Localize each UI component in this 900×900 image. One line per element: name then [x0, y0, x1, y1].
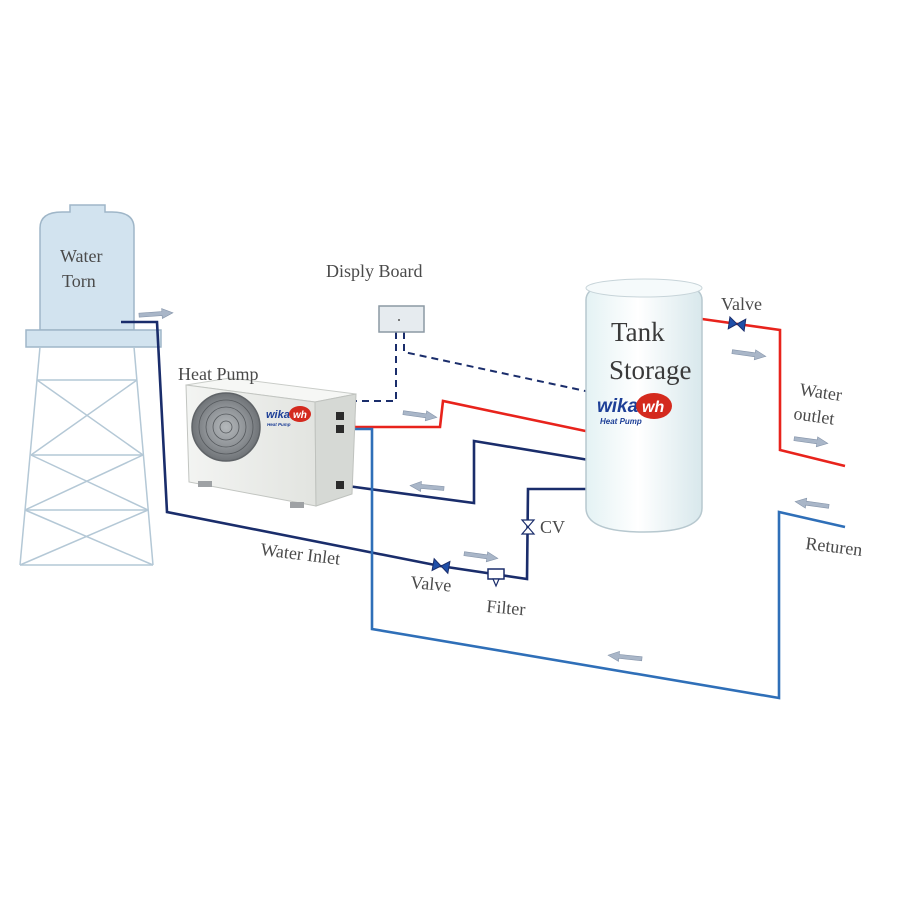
- return-pipe: [340, 427, 846, 700]
- gate-valve-icon: [431, 557, 451, 575]
- heat-pump-logo: wika wh Heat Pump: [266, 406, 311, 427]
- filter-label: Filter: [486, 596, 527, 619]
- heat-pump-connectors: [336, 412, 344, 489]
- tank-brand-name: wika: [597, 396, 639, 417]
- flow-arrow-icon: [138, 308, 174, 320]
- water-tower-legs: [19, 346, 154, 566]
- returen-label: Returen: [805, 533, 864, 560]
- flow-arrow-icon: [402, 410, 438, 422]
- heat-pump-brand-name: wika: [266, 409, 290, 421]
- control-line-tank: [403, 332, 591, 393]
- cv-label: CV: [540, 517, 565, 537]
- fan-grille-rings: [198, 399, 254, 455]
- heat-pump-feet: [198, 481, 304, 508]
- heat-pump-side: [314, 393, 357, 507]
- check-valve-icon: [520, 519, 536, 535]
- water-torn-label-line1: Water: [60, 246, 103, 266]
- storage-tank-top: [585, 278, 703, 298]
- heat-pump-brand-badge-text: wh: [293, 410, 307, 421]
- tank-label-line2: Storage: [609, 355, 691, 385]
- control-line-heatpump: [340, 332, 397, 402]
- water-tower: Water Torn: [19, 204, 162, 566]
- tank-to-heatpump-cold-pipe: [339, 439, 596, 505]
- water-outlet-label-line2: outlet: [792, 403, 835, 429]
- valve-top-label: Valve: [721, 294, 762, 314]
- water-torn-label-line2: Torn: [62, 271, 96, 291]
- heat-pump-brand-tagline: Heat Pump: [267, 422, 291, 427]
- heat-pump-unit: wika wh Heat Pump Heat Pump: [178, 364, 357, 508]
- tank-logo: wika wh Heat Pump: [597, 393, 672, 426]
- gate-valve-icon: [727, 315, 747, 333]
- tank-brand-badge-text: wh: [642, 399, 664, 416]
- flow-arrow-icon: [463, 551, 499, 563]
- storage-tank: Tank Storage wika wh Heat Pump: [585, 278, 703, 533]
- heat-pump-brand-badge: [289, 406, 311, 422]
- display-board-panel: [378, 305, 425, 333]
- flow-arrow-icon: [409, 481, 445, 492]
- display-board-indicator: [398, 319, 400, 321]
- tank-brand-tagline: Heat Pump: [600, 417, 642, 426]
- fan-grille-icon: [191, 392, 261, 462]
- display-board: Disply Board: [326, 261, 425, 333]
- water-outlet-label-line1: Water: [798, 379, 843, 405]
- valve-bottom-label: Valve: [410, 572, 453, 595]
- flow-arrow-icon: [607, 650, 643, 662]
- display-board-label: Disply Board: [326, 261, 423, 281]
- tank-label-line1: Tank: [611, 317, 665, 347]
- hot-flow-pipe: [340, 399, 596, 435]
- flow-arrow-icon: [793, 436, 829, 448]
- water-tower-platform: [25, 329, 162, 348]
- flow-arrow-icon: [731, 349, 767, 361]
- flow-arrow-icon: [794, 497, 830, 509]
- flow-arrows: [138, 308, 830, 662]
- tank-brand-badge: [636, 393, 672, 419]
- filter-icon: [487, 568, 505, 588]
- heat-pump-label: Heat Pump: [178, 364, 259, 384]
- water-tower-tank: [39, 204, 135, 331]
